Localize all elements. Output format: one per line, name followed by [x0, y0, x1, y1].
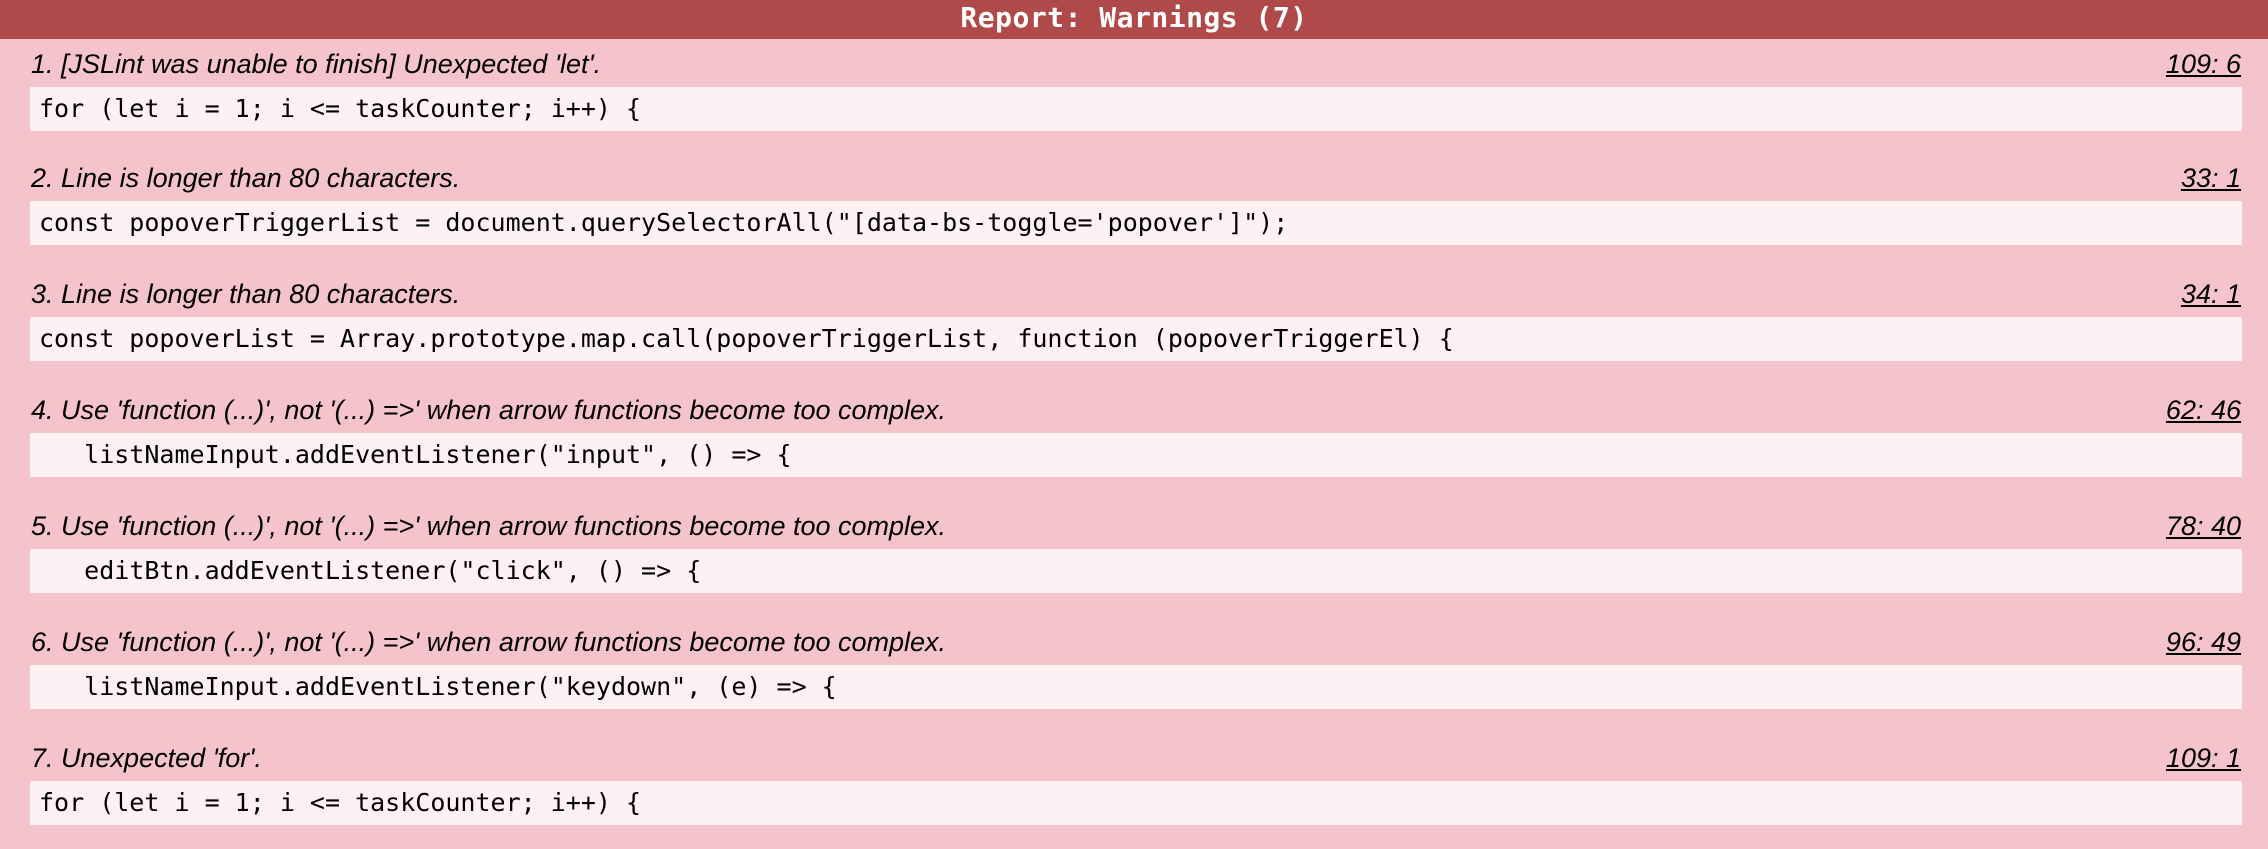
warning-code-line: listNameInput.addEventListener("input", …: [30, 433, 2242, 477]
warning-item: 2. Line is longer than 80 characters. 33…: [0, 153, 2268, 269]
warning-list: 1. [JSLint was unable to finish] Unexpec…: [0, 39, 2268, 849]
warning-item: 1. [JSLint was unable to finish] Unexpec…: [0, 39, 2268, 153]
warning-code-line: const popoverList = Array.prototype.map.…: [30, 317, 2242, 361]
warning-item: 5. Use 'function (...)', not '(...) =>' …: [0, 501, 2268, 617]
warning-message: 1. [JSLint was unable to finish] Unexpec…: [31, 49, 602, 79]
warning-code-line: listNameInput.addEventListener("keydown"…: [30, 665, 2242, 709]
warning-code-line: editBtn.addEventListener("click", () => …: [30, 549, 2242, 593]
warning-item: 6. Use 'function (...)', not '(...) =>' …: [0, 617, 2268, 733]
warning-item: 7. Unexpected 'for'. 109: 1 for (let i =…: [0, 733, 2268, 849]
warning-message: 5. Use 'function (...)', not '(...) =>' …: [31, 511, 947, 541]
report-title: Report: Warnings (7): [0, 0, 2268, 39]
warning-item: 4. Use 'function (...)', not '(...) =>' …: [0, 385, 2268, 501]
warning-message: 6. Use 'function (...)', not '(...) =>' …: [31, 627, 947, 657]
warning-location-link[interactable]: 34: 1: [2180, 279, 2241, 309]
warning-location-link[interactable]: 109: 6: [2165, 49, 2241, 79]
warning-message: 3. Line is longer than 80 characters.: [31, 279, 461, 309]
warning-message: 4. Use 'function (...)', not '(...) =>' …: [31, 395, 947, 425]
warning-location-link[interactable]: 78: 40: [2165, 511, 2241, 541]
warning-message: 2. Line is longer than 80 characters.: [31, 163, 461, 193]
warning-code-line: const popoverTriggerList = document.quer…: [30, 201, 2242, 245]
warning-location-link[interactable]: 62: 46: [2165, 395, 2241, 425]
warning-item: 3. Line is longer than 80 characters. 34…: [0, 269, 2268, 385]
warning-message: 7. Unexpected 'for'.: [31, 743, 262, 773]
warning-location-link[interactable]: 33: 1: [2180, 163, 2241, 193]
warning-code-line: for (let i = 1; i <= taskCounter; i++) {: [30, 781, 2242, 825]
warning-location-link[interactable]: 109: 1: [2165, 743, 2241, 773]
warning-location-link[interactable]: 96: 49: [2165, 627, 2241, 657]
warning-code-line: for (let i = 1; i <= taskCounter; i++) {: [30, 87, 2242, 131]
